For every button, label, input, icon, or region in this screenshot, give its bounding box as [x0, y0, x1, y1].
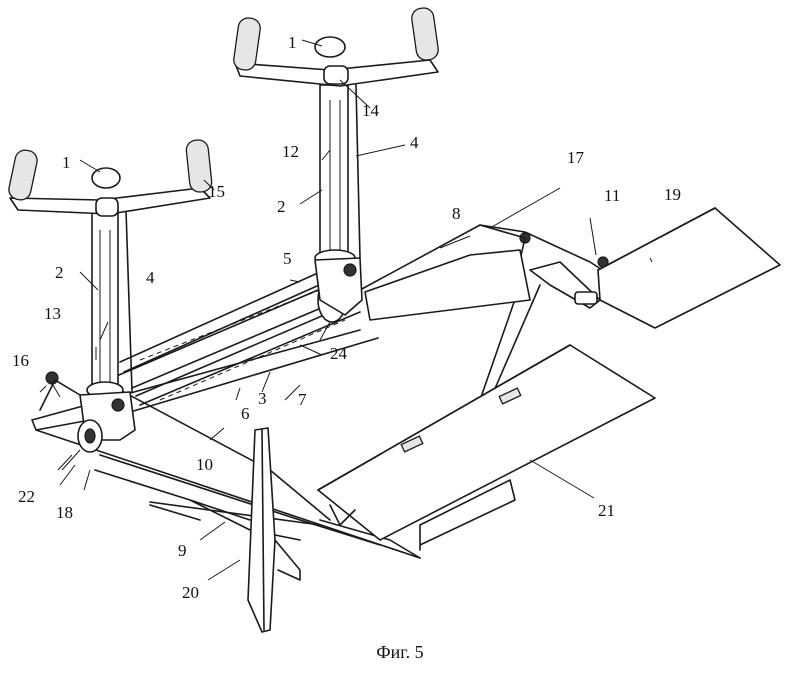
label-20: 20	[182, 583, 199, 602]
handlebar-right	[233, 7, 439, 87]
label-15: 15	[208, 182, 225, 201]
leader-lines	[39, 39, 653, 581]
label-22: 22	[18, 487, 35, 506]
label-4b: 4	[410, 133, 419, 152]
label-1b: 1	[288, 33, 297, 52]
label-13: 13	[44, 304, 61, 323]
label-12: 12	[282, 142, 299, 161]
label-7: 7	[298, 390, 307, 409]
label-19: 19	[664, 185, 681, 204]
rudder-20	[247, 427, 301, 633]
label-3: 3	[258, 389, 267, 408]
label-9: 9	[178, 541, 187, 560]
label-14: 14	[362, 101, 380, 120]
label-2b: 2	[277, 197, 286, 216]
label-21: 21	[598, 501, 615, 520]
label-6: 6	[241, 404, 250, 423]
column-left	[77, 209, 136, 453]
label-2a: 2	[55, 263, 64, 282]
label-16: 16	[12, 351, 29, 370]
base-frame	[31, 329, 421, 559]
label-4a: 4	[146, 268, 155, 287]
label-18: 18	[56, 503, 73, 522]
joints	[39, 224, 609, 412]
label-24: 24	[330, 344, 348, 363]
wing-19	[364, 207, 781, 329]
figure-caption: Фиг. 5	[376, 642, 424, 662]
label-17: 17	[567, 148, 585, 167]
label-5: 5	[283, 249, 292, 268]
label-1a: 1	[62, 153, 71, 172]
reference-labels: 1 1 2 2 3 4 4 5 6 7 8 9 10 11 12 13 14 1…	[12, 33, 681, 602]
wing-21	[317, 344, 656, 551]
column-right	[314, 84, 363, 316]
label-11: 11	[604, 186, 620, 205]
label-10: 10	[196, 455, 213, 474]
handlebar-left	[8, 139, 213, 217]
label-8: 8	[452, 204, 461, 223]
